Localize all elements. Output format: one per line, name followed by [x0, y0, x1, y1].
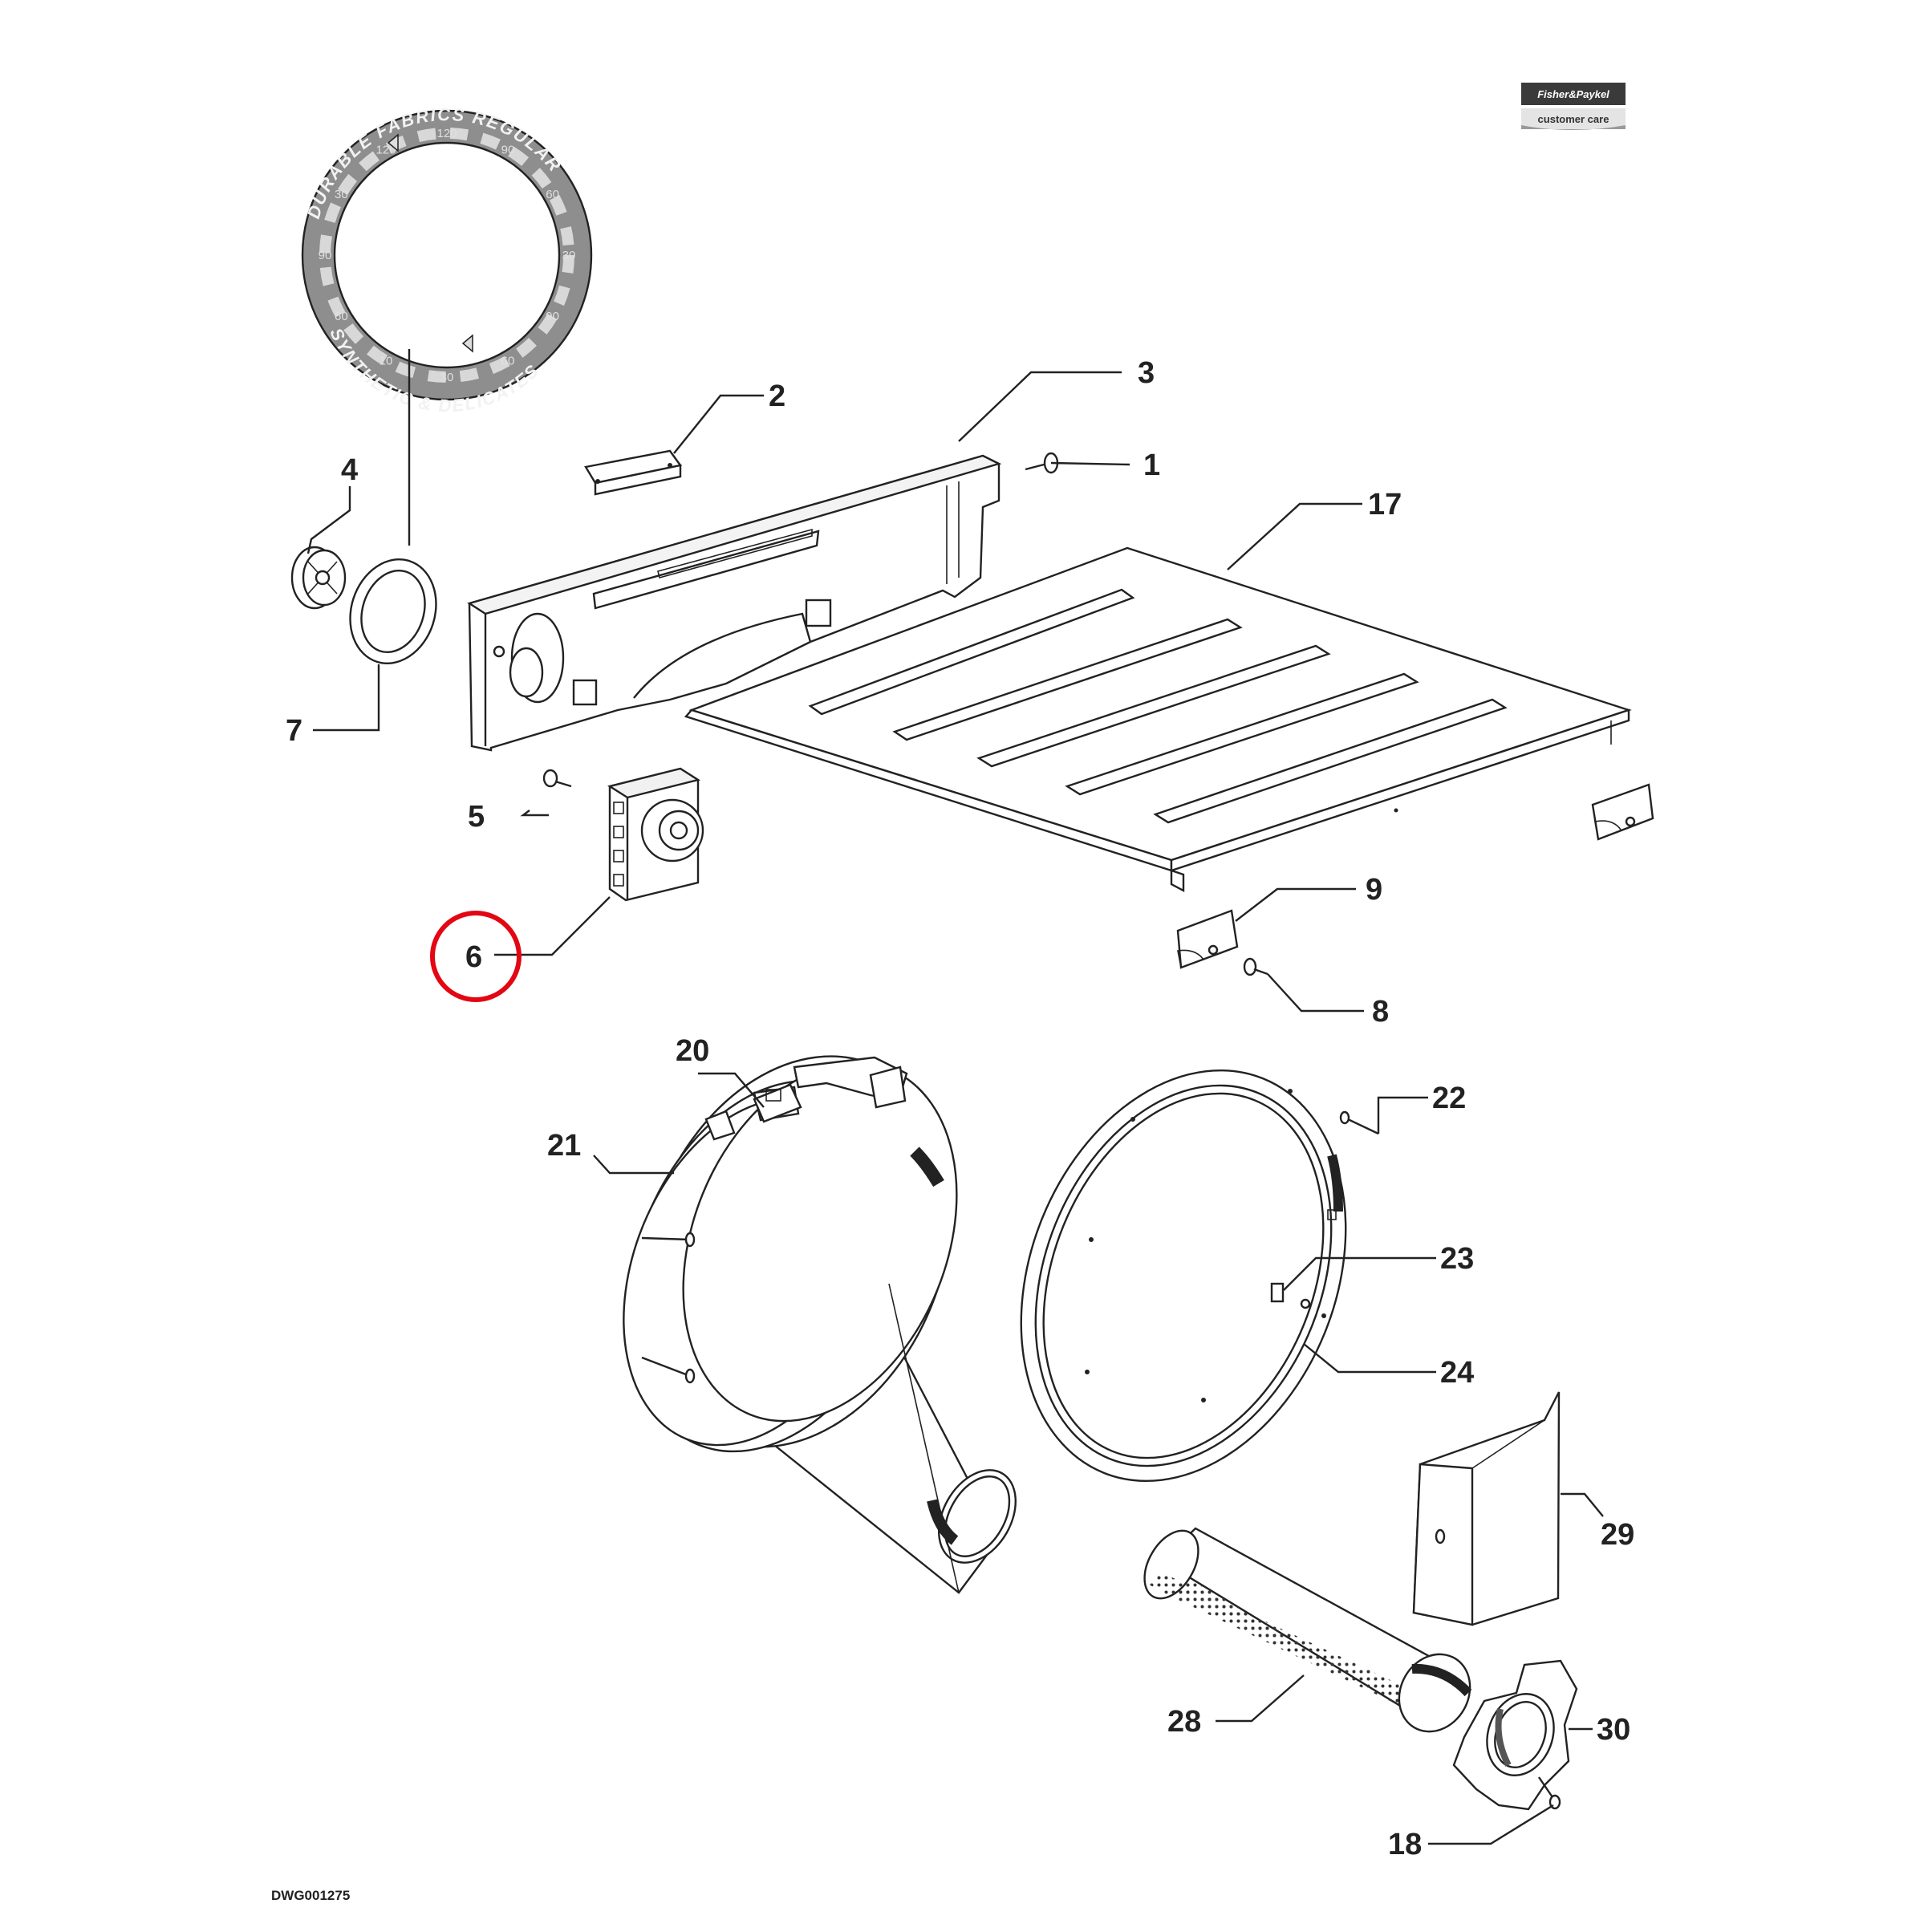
dial-ring-number: 90: [546, 310, 559, 323]
callout-22: 22: [1432, 1082, 1466, 1115]
dial-ring-number: 60: [546, 188, 559, 201]
callout-24: 24: [1440, 1356, 1474, 1390]
dial-ring-number: 90: [319, 249, 332, 262]
dial-ring-numbers: 120 90 60 30 90 60 30 10 60 90 30 120: [319, 127, 576, 384]
callout-labels: 1 2 3 4 5 6 7 8 9 17 18 20 21 22 23 24 2…: [286, 356, 1634, 1861]
part-3-control-panel: [467, 454, 1002, 752]
callout-3: 3: [1138, 356, 1155, 390]
callout-6: 6: [465, 940, 482, 974]
callout-18: 18: [1388, 1828, 1422, 1861]
part-24-bulkhead-ring: [1020, 1069, 1347, 1483]
part-9-hinge-clip-right: [1591, 783, 1654, 841]
dial-ring-number: 60: [501, 355, 515, 368]
part-5-screw: [542, 769, 572, 788]
dial-ring-number: 120: [436, 127, 457, 140]
dial-ring-number: 120: [375, 143, 396, 156]
part-29-bracket: [1412, 1391, 1561, 1626]
part-20-sensor-clip: [753, 1083, 802, 1123]
part-30-bearing-flange: [1452, 1659, 1578, 1811]
callout-23: 23: [1440, 1242, 1474, 1276]
callout-28: 28: [1167, 1705, 1201, 1739]
callout-30: 30: [1597, 1713, 1630, 1747]
callout-1: 1: [1143, 448, 1160, 482]
part-8-screw: [1243, 957, 1268, 976]
part-7-gasket: [349, 558, 437, 664]
part-22-screw: [1339, 1110, 1379, 1135]
part-4-knob: [290, 546, 347, 610]
brand-tagline: customer care: [1538, 113, 1609, 125]
drawing-id: DWG001275: [271, 1888, 350, 1903]
callout-4: 4: [341, 453, 358, 487]
part-21-duct: [623, 1055, 1017, 1594]
dial-ring-number: 30: [335, 188, 348, 201]
part-9-hinge-clip-left: [1176, 909, 1239, 969]
dial-ring-number: 60: [335, 310, 348, 323]
part-6-timer-switch: [607, 767, 704, 902]
brand-name: Fisher&Paykel: [1537, 88, 1609, 100]
callout-17: 17: [1368, 488, 1402, 522]
dial-ring-graphic: DURABLE FABRICS REGULAR SYNTHETIC & DELI…: [301, 104, 593, 416]
highlight-circle-part-6: [430, 911, 522, 1002]
leader-lines: [306, 371, 1604, 1845]
part-17-top-panel: [684, 546, 1632, 892]
dial-ring-number: 30: [562, 249, 576, 262]
callout-21: 21: [547, 1129, 581, 1163]
dial-ring-number: 90: [501, 143, 515, 156]
callout-29: 29: [1601, 1518, 1634, 1552]
part-23-tab: [1270, 1282, 1311, 1309]
dial-ring-number: 10: [380, 355, 393, 368]
callout-5: 5: [468, 800, 485, 834]
callout-2: 2: [769, 380, 785, 413]
callout-8: 8: [1372, 995, 1389, 1029]
callout-9: 9: [1366, 873, 1382, 907]
dial-ring-number: 30: [440, 371, 454, 384]
top-panel-slots: [808, 588, 1508, 824]
brand-logo: Fisher&Paykel customer care: [1521, 83, 1626, 130]
callout-20: 20: [676, 1034, 709, 1068]
part-2-bracket: [584, 449, 683, 496]
callout-7: 7: [286, 714, 302, 748]
part-28-perforated-tube: [1143, 1527, 1472, 1733]
part-18-screw: [1538, 1776, 1561, 1810]
